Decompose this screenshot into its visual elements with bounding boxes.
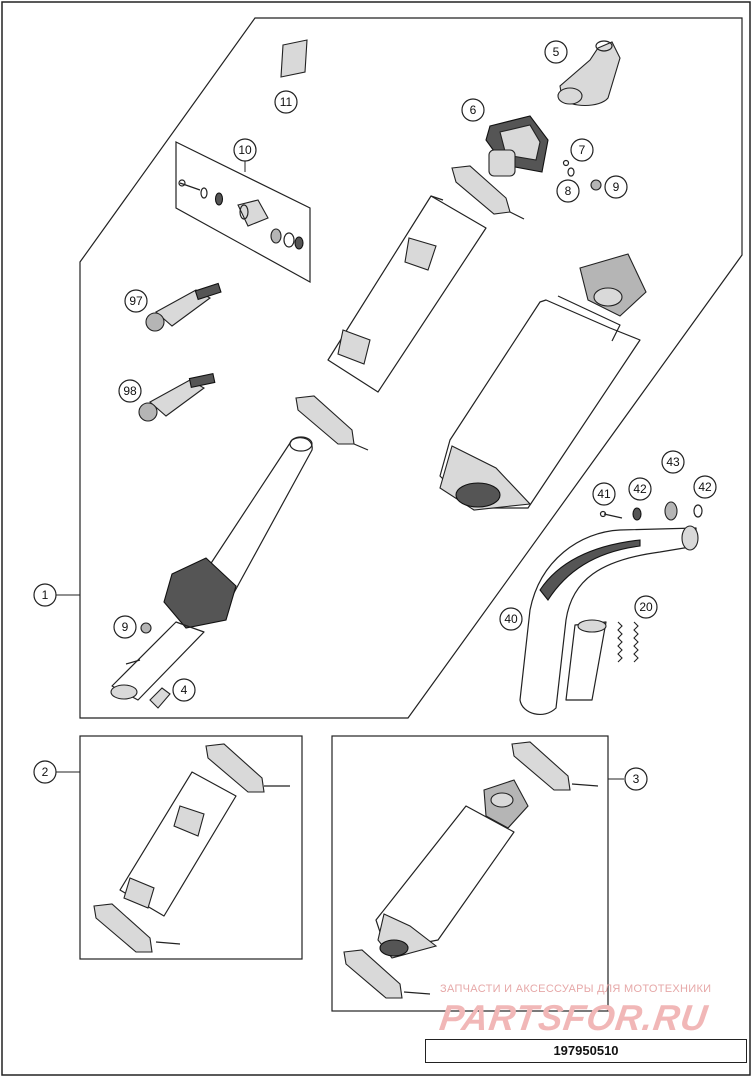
upper-gasket-part bbox=[451, 165, 525, 220]
silencer-core-part bbox=[327, 195, 487, 393]
callout-1: 1 bbox=[33, 583, 57, 607]
tailpipe-insert-part bbox=[557, 40, 621, 107]
end-cap-part bbox=[485, 115, 549, 177]
callout-9-upper: 9 bbox=[604, 175, 628, 199]
silencer-body-part bbox=[439, 253, 647, 511]
assembly-2-frame bbox=[79, 735, 303, 960]
callout-8: 8 bbox=[556, 179, 580, 203]
svg-text:9: 9 bbox=[122, 620, 129, 634]
svg-text:42: 42 bbox=[633, 482, 647, 496]
svg-text:40: 40 bbox=[504, 612, 518, 626]
fastener-row-parts bbox=[599, 501, 703, 521]
callout-10: 10 bbox=[233, 138, 257, 162]
watermark-caption: ЗАПЧАСТИ И АКСЕССУАРЫ ДЛЯ МОТОТЕХНИКИ bbox=[440, 983, 712, 995]
bolt-kit-parts bbox=[178, 179, 304, 250]
callout-41: 41 bbox=[592, 482, 616, 506]
watermark-brand: PARTSFOR.RU bbox=[437, 997, 711, 1038]
callout-42-right: 42 bbox=[693, 475, 717, 499]
svg-text:20: 20 bbox=[639, 600, 653, 614]
svg-text:4: 4 bbox=[181, 683, 188, 697]
svg-text:9: 9 bbox=[613, 180, 620, 194]
svg-text:42: 42 bbox=[698, 480, 712, 494]
svg-text:1: 1 bbox=[42, 588, 49, 602]
assembly-10-frame bbox=[175, 141, 311, 284]
svg-text:2: 2 bbox=[42, 765, 49, 779]
inner-tube-part bbox=[110, 436, 313, 701]
callout-97: 97 bbox=[124, 289, 148, 313]
callout-5: 5 bbox=[544, 40, 568, 64]
callout-20: 20 bbox=[634, 595, 658, 619]
svg-text:7: 7 bbox=[579, 143, 586, 157]
kit-3-parts bbox=[343, 741, 599, 999]
lower-gasket-part bbox=[295, 395, 369, 451]
svg-text:43: 43 bbox=[666, 455, 680, 469]
assembly-1-frame bbox=[79, 17, 743, 719]
leader-lines bbox=[56, 161, 624, 780]
svg-text:98: 98 bbox=[123, 384, 137, 398]
assembly-3-frame bbox=[331, 735, 609, 1012]
callout-6: 6 bbox=[461, 98, 485, 122]
document-number: 197950510 bbox=[553, 1043, 619, 1058]
svg-text:5: 5 bbox=[553, 45, 560, 59]
document-number-box: 197950510 bbox=[425, 1039, 747, 1063]
callout-3: 3 bbox=[624, 767, 648, 791]
callout-4: 4 bbox=[172, 678, 196, 702]
callout-42-left: 42 bbox=[628, 477, 652, 501]
callout-2: 2 bbox=[33, 760, 57, 784]
callout-7: 7 bbox=[570, 138, 594, 162]
svg-text:8: 8 bbox=[565, 184, 572, 198]
svg-text:6: 6 bbox=[470, 103, 477, 117]
callout-11: 11 bbox=[274, 90, 298, 114]
sealant-tube-98-part bbox=[138, 372, 216, 422]
svg-text:11: 11 bbox=[280, 95, 293, 109]
small-hardware-parts bbox=[562, 159, 602, 191]
svg-text:41: 41 bbox=[597, 487, 611, 501]
svg-text:97: 97 bbox=[129, 294, 143, 308]
callout-98: 98 bbox=[118, 379, 142, 403]
springs-part bbox=[617, 621, 639, 663]
callout-43: 43 bbox=[661, 450, 685, 474]
kit-2-parts bbox=[93, 743, 290, 953]
sealant-tube-97-part bbox=[145, 282, 222, 332]
svg-text:10: 10 bbox=[238, 143, 252, 157]
sticker-part bbox=[280, 39, 308, 78]
callout-40: 40 bbox=[499, 607, 523, 631]
svg-text:3: 3 bbox=[633, 772, 640, 786]
header-pipe-part bbox=[519, 525, 699, 716]
clamp-and-nut-parts bbox=[125, 622, 171, 709]
callout-9-lower: 9 bbox=[113, 615, 137, 639]
